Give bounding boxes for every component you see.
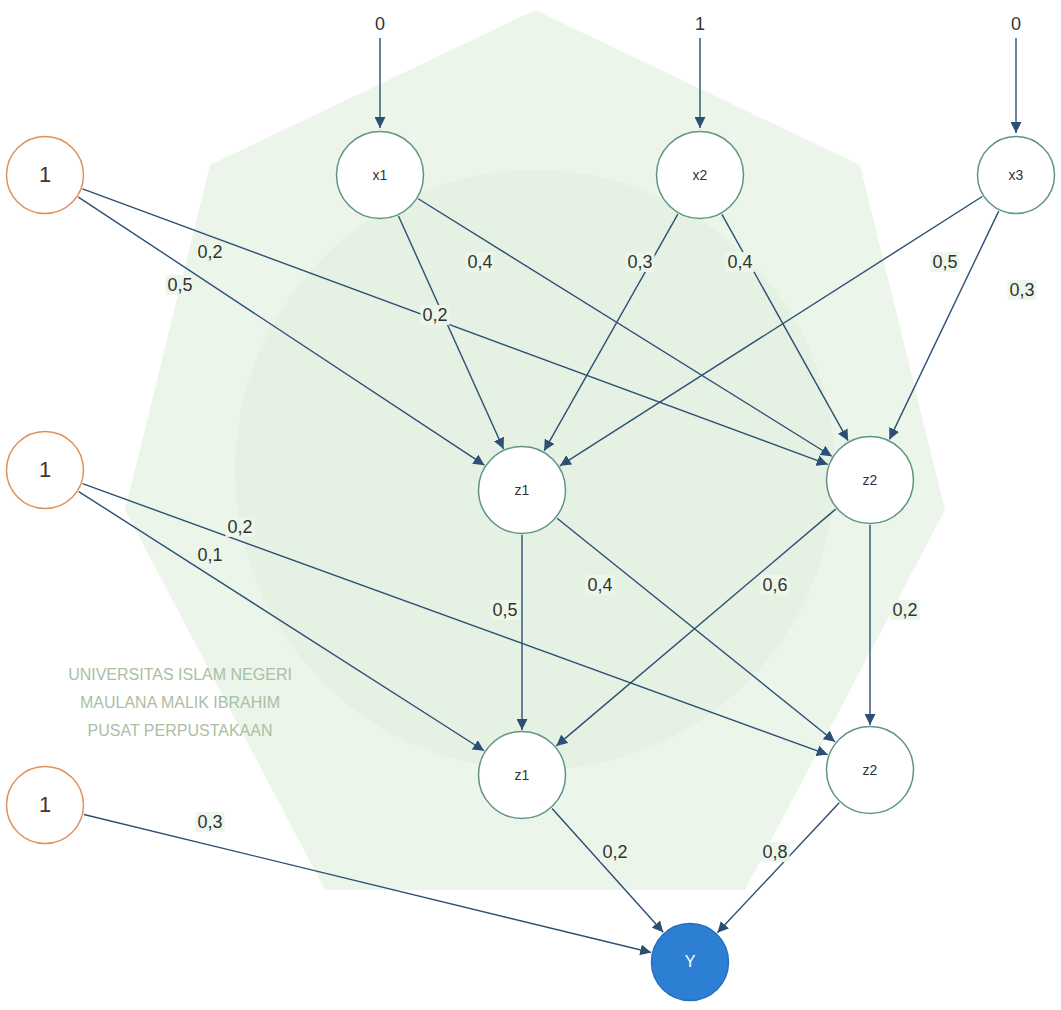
- weight-label: 0,2: [600, 842, 629, 862]
- watermark-seal: [235, 170, 835, 770]
- node-circle: [978, 137, 1055, 214]
- weight-label: 0,3: [195, 812, 224, 832]
- watermark-heptagon: [125, 10, 945, 890]
- input-value: 0: [1011, 14, 1021, 35]
- node-circle: [657, 132, 744, 219]
- node-label: Y: [685, 953, 696, 971]
- node-circle: [827, 727, 914, 814]
- node-label: z2: [863, 762, 878, 778]
- node-circle: [7, 137, 84, 214]
- weight-label: 0,3: [625, 252, 654, 272]
- weight-connector: [78, 197, 484, 465]
- weight-connector: [557, 518, 835, 742]
- node-label: z1: [515, 482, 530, 498]
- weight-connector: [83, 189, 828, 465]
- input-arrow: [699, 38, 700, 128]
- weight-connector: [552, 808, 663, 932]
- weight-connector: [556, 509, 835, 746]
- node-label: z1: [515, 767, 530, 783]
- weight-label: 0,4: [465, 252, 494, 272]
- node-label: 1: [39, 457, 51, 483]
- weight-label: 0,4: [725, 252, 754, 272]
- weight-label: 0,3: [1007, 280, 1036, 300]
- neuron-circle: z1: [477, 730, 567, 820]
- watermark-text: MAULANA MALIK IBRAHIM: [80, 694, 280, 712]
- weight-label: 0,2: [195, 242, 224, 262]
- weight-connector: [560, 197, 982, 466]
- neuron-circle: x3: [976, 135, 1056, 215]
- node-circle: [652, 924, 729, 1001]
- node-circle: [7, 767, 84, 844]
- bias-neuron: 1: [5, 430, 85, 510]
- weight-label: 0,8: [760, 842, 789, 862]
- node-circle: [479, 447, 566, 534]
- weight-connector: [544, 214, 678, 451]
- weight-connector: [521, 535, 522, 730]
- weight-connector: [398, 216, 503, 449]
- node-circle: [7, 432, 84, 509]
- weight-connector: [84, 814, 651, 952]
- node-label: x2: [693, 167, 708, 183]
- weight-label: 0,2: [420, 305, 449, 325]
- node-label: z2: [863, 472, 878, 488]
- weight-connector: [83, 484, 828, 755]
- weight-connector: [418, 199, 832, 456]
- neuron-circle: x1: [335, 130, 425, 220]
- weight-label: 0,5: [165, 275, 194, 295]
- weight-label: 0,5: [490, 600, 519, 620]
- weight-connector: [889, 211, 998, 439]
- weight-label: 0,2: [890, 600, 919, 620]
- node-label: 1: [39, 792, 51, 818]
- input-value: 1: [695, 14, 705, 35]
- bias-neuron: 1: [5, 135, 85, 215]
- weight-label: 0,2: [225, 517, 254, 537]
- neuron-circle: x2: [655, 130, 745, 220]
- neuron-circle: z1: [477, 445, 567, 535]
- input-arrow: [1015, 38, 1016, 133]
- node-label: 1: [39, 162, 51, 188]
- watermark-text: PUSAT PERPUSTAKAAN: [88, 722, 273, 740]
- node-circle: [479, 732, 566, 819]
- neuron-circle: z2: [825, 435, 915, 525]
- weight-connector: [79, 492, 484, 751]
- weight-connector: [722, 214, 848, 440]
- input-value: 0: [375, 14, 385, 35]
- input-arrow: [379, 38, 380, 128]
- weight-label: 0,6: [760, 575, 789, 595]
- node-label: x3: [1009, 167, 1024, 183]
- weight-connector: [869, 525, 870, 725]
- weight-connector: [717, 803, 839, 933]
- watermark-text: UNIVERSITAS ISLAM NEGERI: [68, 666, 292, 684]
- output-neuron: Y: [650, 922, 730, 1002]
- node-circle: [337, 132, 424, 219]
- node-label: x1: [373, 167, 388, 183]
- bias-neuron: 1: [5, 765, 85, 845]
- weight-label: 0,5: [930, 252, 959, 272]
- node-circle: [827, 437, 914, 524]
- weight-label: 0,1: [195, 545, 224, 565]
- weight-label: 0,4: [585, 575, 614, 595]
- neuron-circle: z2: [825, 725, 915, 815]
